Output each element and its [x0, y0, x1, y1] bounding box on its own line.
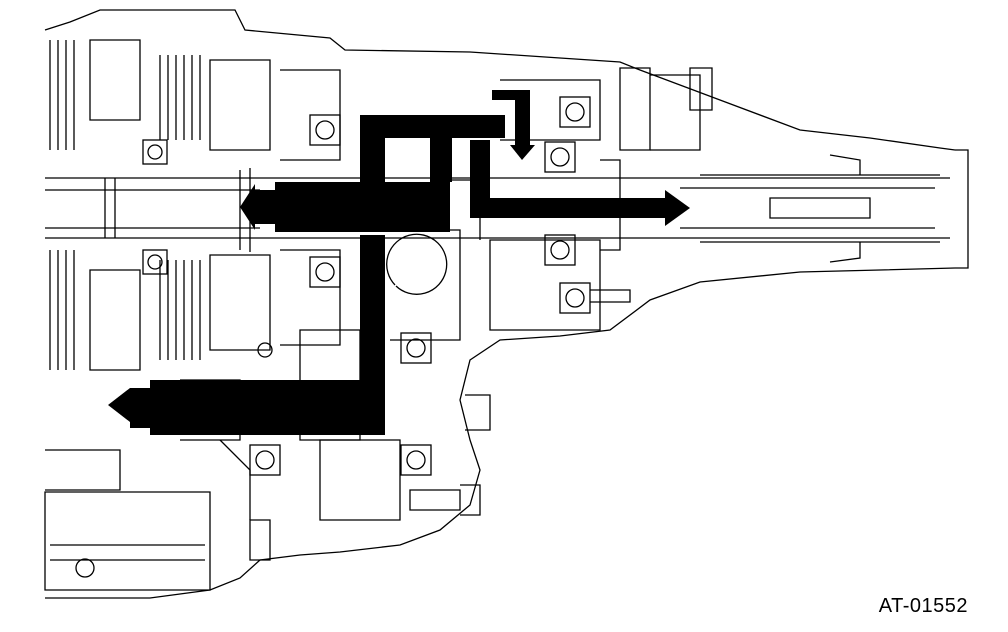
power-flow-arrows: [108, 90, 690, 435]
figure-id-label: AT-01552: [878, 595, 968, 617]
housing-outline: [44, 9, 969, 599]
